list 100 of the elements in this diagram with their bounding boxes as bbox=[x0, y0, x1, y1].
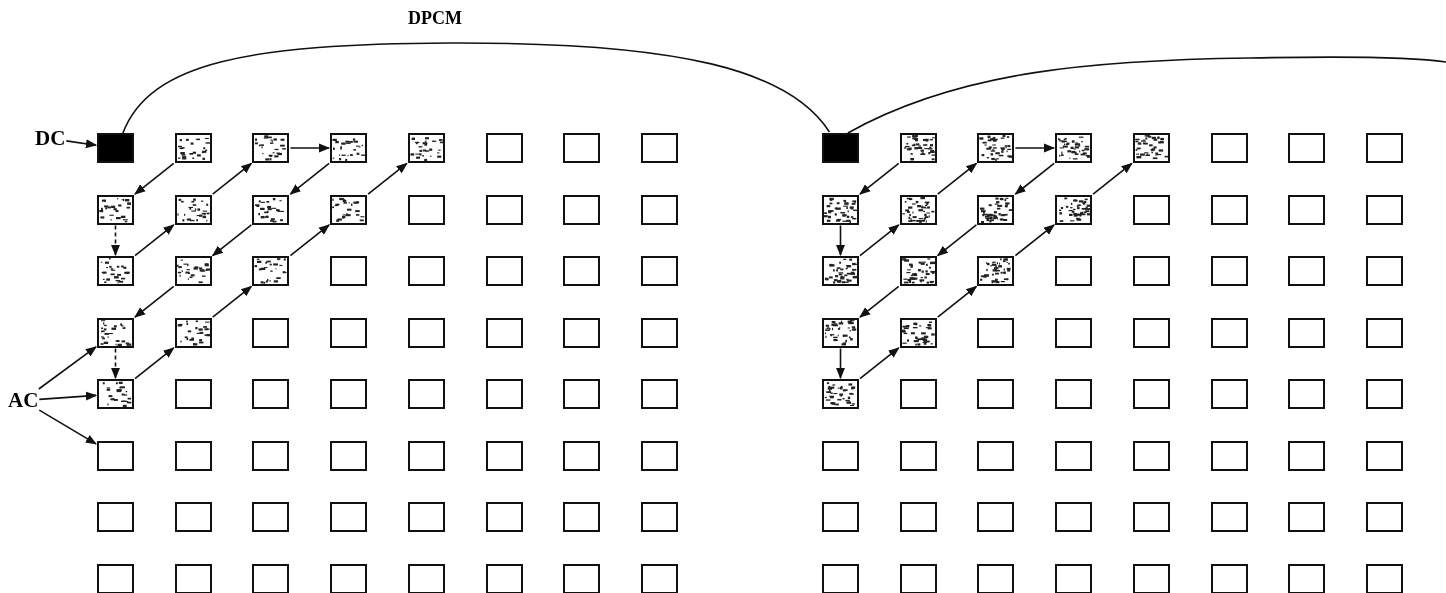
empty-coefficient-block bbox=[1132, 194, 1170, 225]
empty-coefficient-block bbox=[1288, 133, 1326, 163]
textured-coefficient-block bbox=[1055, 194, 1093, 225]
empty-coefficient-block bbox=[1288, 563, 1326, 593]
empty-coefficient-block bbox=[640, 133, 678, 163]
arrow bbox=[134, 224, 175, 257]
empty-coefficient-block bbox=[174, 379, 212, 409]
empty-coefficient-block bbox=[1365, 133, 1403, 163]
arrow bbox=[936, 285, 978, 318]
textured-coefficient-block bbox=[252, 133, 290, 163]
empty-coefficient-block bbox=[1288, 440, 1326, 471]
empty-coefficient-block bbox=[822, 563, 859, 593]
empty-coefficient-block bbox=[252, 317, 290, 348]
arrow bbox=[38, 409, 97, 445]
textured-coefficient-block bbox=[174, 256, 212, 286]
textured-coefficient-block bbox=[97, 194, 134, 225]
empty-coefficient-block bbox=[563, 317, 601, 348]
empty-coefficient-block bbox=[252, 502, 290, 532]
empty-coefficient-block bbox=[640, 317, 678, 348]
empty-coefficient-block bbox=[1288, 256, 1326, 286]
empty-coefficient-block bbox=[407, 194, 445, 225]
empty-coefficient-block bbox=[1132, 502, 1170, 532]
empty-coefficient-block bbox=[252, 379, 290, 409]
empty-coefficient-block bbox=[1365, 563, 1403, 593]
textured-coefficient-block bbox=[822, 194, 859, 225]
arrow bbox=[367, 162, 408, 195]
textured-coefficient-block bbox=[97, 256, 134, 286]
empty-coefficient-block bbox=[1210, 133, 1248, 163]
empty-coefficient-block bbox=[640, 502, 678, 532]
textured-coefficient-block bbox=[97, 379, 134, 409]
empty-coefficient-block bbox=[485, 194, 523, 225]
empty-coefficient-block bbox=[1055, 563, 1093, 593]
empty-coefficient-block bbox=[174, 502, 212, 532]
empty-coefficient-block bbox=[1055, 440, 1093, 471]
arrow bbox=[936, 224, 978, 257]
empty-coefficient-block bbox=[485, 563, 523, 593]
empty-coefficient-block bbox=[1210, 317, 1248, 348]
empty-coefficient-block bbox=[485, 379, 523, 409]
dpcm-curve bbox=[122, 42, 831, 134]
empty-coefficient-block bbox=[97, 440, 134, 471]
textured-coefficient-block bbox=[822, 256, 859, 286]
empty-coefficient-block bbox=[97, 563, 134, 593]
empty-coefficient-block bbox=[563, 256, 601, 286]
textured-coefficient-block bbox=[977, 194, 1015, 225]
empty-coefficient-block bbox=[899, 440, 937, 471]
empty-coefficient-block bbox=[97, 502, 134, 532]
empty-coefficient-block bbox=[1210, 502, 1248, 532]
empty-coefficient-block bbox=[1210, 256, 1248, 286]
empty-coefficient-block bbox=[407, 379, 445, 409]
arrow bbox=[859, 285, 900, 318]
textured-coefficient-block bbox=[174, 133, 212, 163]
empty-coefficient-block bbox=[563, 563, 601, 593]
textured-coefficient-block bbox=[174, 194, 212, 225]
arrow bbox=[289, 224, 330, 257]
dc-coefficient-block bbox=[97, 133, 134, 163]
empty-coefficient-block bbox=[407, 256, 445, 286]
arrow bbox=[289, 143, 331, 153]
empty-coefficient-block bbox=[1210, 379, 1248, 409]
empty-coefficient-block bbox=[1055, 502, 1093, 532]
node-label: AC bbox=[8, 390, 39, 411]
empty-coefficient-block bbox=[899, 502, 937, 532]
empty-coefficient-block bbox=[1288, 317, 1326, 348]
arrow bbox=[289, 162, 330, 195]
empty-coefficient-block bbox=[1210, 194, 1248, 225]
node-label: DC bbox=[35, 128, 66, 149]
empty-coefficient-block bbox=[640, 256, 678, 286]
empty-coefficient-block bbox=[1365, 440, 1403, 471]
arrow bbox=[836, 224, 845, 257]
empty-coefficient-block bbox=[1288, 502, 1326, 532]
empty-coefficient-block bbox=[563, 194, 601, 225]
empty-coefficient-block bbox=[640, 194, 678, 225]
empty-coefficient-block bbox=[563, 133, 601, 163]
arrow bbox=[111, 347, 120, 380]
empty-coefficient-block bbox=[1132, 563, 1170, 593]
arrow bbox=[134, 347, 175, 380]
empty-coefficient-block bbox=[330, 317, 368, 348]
arrow bbox=[1014, 143, 1056, 153]
empty-coefficient-block bbox=[1055, 256, 1093, 286]
empty-coefficient-block bbox=[252, 563, 290, 593]
empty-coefficient-block bbox=[1132, 256, 1170, 286]
empty-coefficient-block bbox=[563, 502, 601, 532]
empty-coefficient-block bbox=[485, 317, 523, 348]
empty-coefficient-block bbox=[407, 502, 445, 532]
empty-coefficient-block bbox=[899, 563, 937, 593]
empty-coefficient-block bbox=[330, 502, 368, 532]
textured-coefficient-block bbox=[330, 133, 368, 163]
textured-coefficient-block bbox=[899, 317, 937, 348]
empty-coefficient-block bbox=[330, 440, 368, 471]
textured-coefficient-block bbox=[252, 256, 290, 286]
arrow bbox=[859, 224, 900, 257]
textured-coefficient-block bbox=[97, 317, 134, 348]
empty-coefficient-block bbox=[977, 563, 1015, 593]
empty-coefficient-block bbox=[407, 317, 445, 348]
empty-coefficient-block bbox=[485, 133, 523, 163]
empty-coefficient-block bbox=[1288, 379, 1326, 409]
empty-coefficient-block bbox=[977, 317, 1015, 348]
empty-coefficient-block bbox=[822, 502, 859, 532]
empty-coefficient-block bbox=[640, 440, 678, 471]
arrow bbox=[1092, 162, 1133, 195]
arrow bbox=[1014, 162, 1055, 195]
